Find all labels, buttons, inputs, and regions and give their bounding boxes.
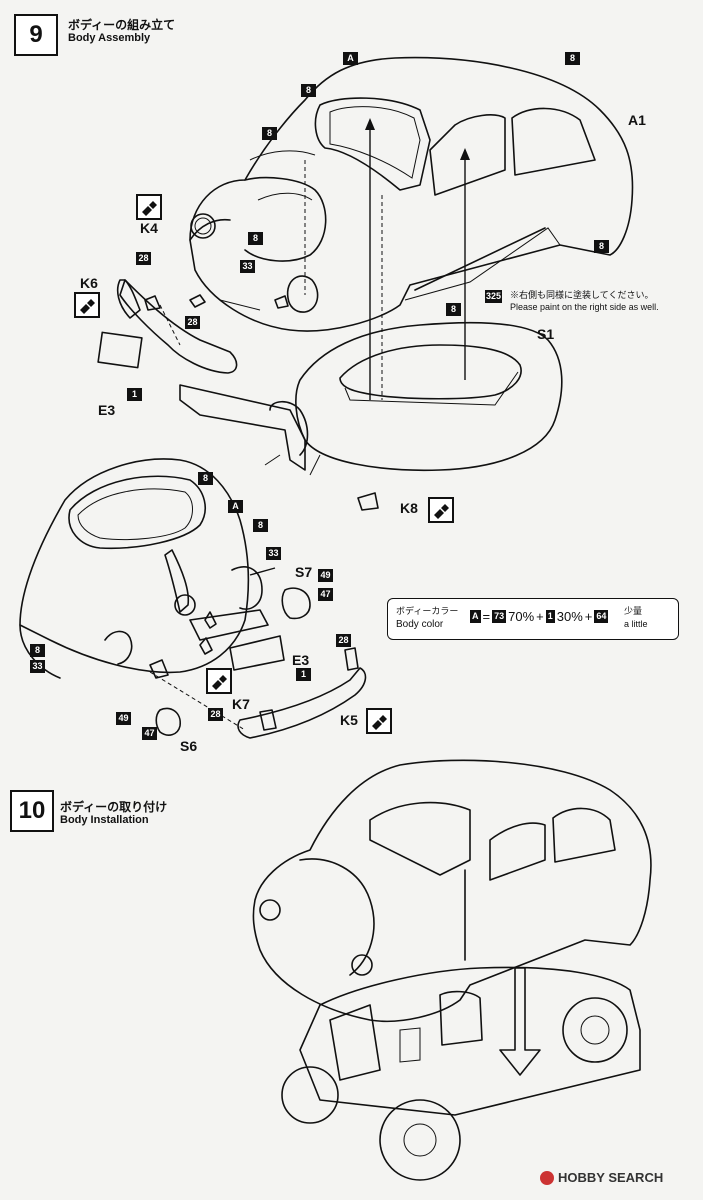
color-code-8: 8 — [594, 240, 609, 253]
color-code-73: 73 — [492, 610, 507, 623]
color-code-33: 33 — [30, 660, 45, 673]
paint-icon — [428, 497, 454, 523]
color-code-47: 47 — [142, 727, 157, 740]
body-color-label-jp: ボディーカラー — [396, 607, 459, 617]
part-label-k7: K7 — [232, 696, 250, 712]
part-label-k4: K4 — [140, 220, 158, 236]
part-label-e3-top: E3 — [98, 402, 116, 418]
step-title-jp-10: ボディーの取り付け — [60, 800, 168, 814]
front-body-drawing — [19, 458, 367, 739]
logo-icon — [540, 1170, 554, 1185]
part-label-s7: S7 — [295, 564, 313, 580]
body-shell-drawing — [189, 56, 634, 400]
color-code-a: A — [343, 52, 358, 65]
percent-30: 30% — [556, 609, 583, 624]
step-title-en-9: Body Assembly — [68, 32, 151, 44]
color-code-1: 1 — [545, 610, 555, 623]
step-number-9: 9 — [14, 14, 58, 56]
part-label-k8: K8 — [400, 500, 418, 516]
watermark: HOBBY SEARCH — [540, 1170, 663, 1185]
color-code-49: 49 — [116, 712, 131, 725]
color-code-8: 8 — [253, 519, 268, 532]
body-installation-drawing — [252, 759, 652, 1181]
color-code-64: 64 — [594, 610, 609, 623]
floor-pan-drawing — [295, 321, 563, 511]
color-code-8: 8 — [262, 127, 277, 140]
color-code-33: 33 — [240, 260, 255, 273]
color-code-8: 8 — [198, 472, 213, 485]
color-code-a: A — [470, 610, 481, 623]
note-en: Please paint on the right side as well. — [510, 302, 659, 312]
body-color-label-en: Body color — [396, 619, 444, 630]
color-code-8: 8 — [30, 644, 45, 657]
plus-sign: + — [584, 609, 593, 624]
color-code-8: 8 — [248, 232, 263, 245]
part-label-k6: K6 — [80, 275, 98, 291]
color-code-49: 49 — [318, 569, 333, 582]
color-code-a: A — [228, 500, 243, 513]
note-jp: ※右側も同様に塗装してください。 — [510, 290, 654, 300]
color-code-28: 28 — [208, 708, 223, 721]
paint-icon — [206, 668, 232, 694]
color-code-33: 33 — [266, 547, 281, 560]
color-code-47: 47 — [318, 588, 333, 601]
color-code-325: 325 — [485, 290, 503, 303]
step-title-jp-9: ボディーの組み立て — [68, 18, 176, 32]
body-color-formula: A = 73 70% + 1 30% + 64 — [470, 609, 609, 624]
step-number-10: 10 — [10, 790, 54, 832]
color-code-8: 8 — [301, 84, 316, 97]
part-label-e3-bottom: E3 — [292, 652, 310, 668]
watermark-text: HOBBY SEARCH — [558, 1170, 664, 1185]
paint-icon — [136, 194, 162, 220]
arrow-down-icon — [499, 967, 541, 1076]
body-color-box: ボディーカラー Body color A = 73 70% + 1 30% + … — [387, 598, 679, 640]
front-bumper-drawing-upper — [97, 279, 309, 471]
part-label-s6: S6 — [180, 738, 198, 754]
color-code-28: 28 — [336, 634, 351, 647]
part-label-a1: A1 — [628, 112, 646, 128]
color-code-8: 8 — [565, 52, 580, 65]
step-title-en-10: Body Installation — [60, 814, 149, 826]
equals-sign: = — [482, 609, 491, 624]
color-code-1: 1 — [296, 668, 311, 681]
color-code-8: 8 — [446, 303, 461, 316]
color-code-1: 1 — [127, 388, 142, 401]
a-little-jp: 少量 — [624, 607, 643, 617]
part-label-s1: S1 — [537, 326, 555, 342]
color-code-28: 28 — [185, 316, 200, 329]
plus-sign: + — [536, 609, 544, 624]
percent-70: 70% — [508, 609, 535, 624]
color-code-28: 28 — [136, 252, 151, 265]
paint-icon — [366, 708, 392, 734]
part-label-k5: K5 — [340, 712, 358, 728]
paint-icon — [74, 292, 100, 318]
a-little-en: a little — [624, 619, 648, 629]
